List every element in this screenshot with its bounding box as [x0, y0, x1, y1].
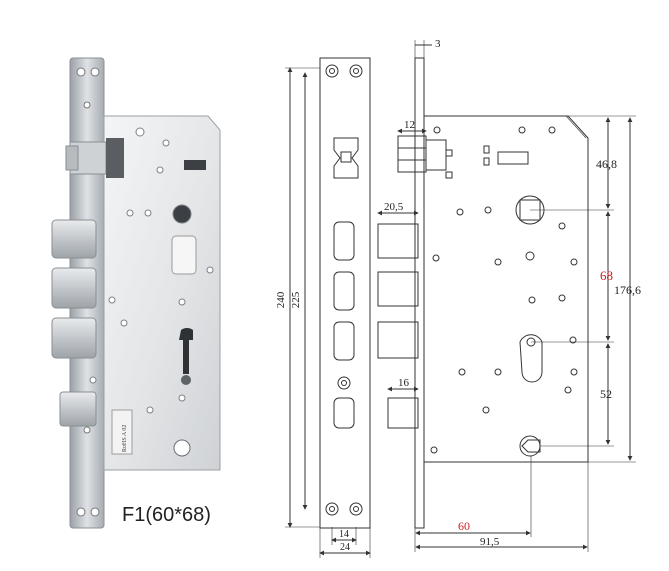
dim-label-176-6: 176,6: [614, 283, 641, 297]
spindle-hole: [172, 204, 192, 224]
side-cylinder-hole: [519, 334, 543, 383]
dim-label-46-8: 46,8: [596, 157, 617, 171]
dim-label-12: 12: [404, 119, 415, 131]
product-caption: F1(60*68): [122, 504, 211, 526]
cylinder-cam: [181, 375, 191, 385]
front-screw-holes: [325, 64, 363, 516]
front-deadbolt-slot: [333, 397, 355, 429]
side-deadbolt: [387, 397, 419, 429]
warning-label: [171, 235, 197, 275]
dim-label-24: 24: [340, 542, 350, 553]
front-faceplate: [319, 57, 371, 529]
dim-label-240: 240: [275, 291, 287, 308]
front-bolt-slot-2: [333, 271, 355, 311]
side-view: [377, 40, 636, 552]
side-bolt-2: [377, 271, 419, 307]
side-case-holes: [430, 126, 578, 454]
bolt-1: [51, 219, 97, 259]
case-holes: [89, 127, 214, 414]
dim-label-52: 52: [600, 387, 612, 401]
lock-case: [103, 115, 221, 471]
dim-label-3: 3: [435, 38, 441, 50]
faceplate-screw-holes: [76, 67, 100, 517]
side-faceplate: [414, 57, 425, 529]
bolt-2: [51, 267, 97, 309]
front-view-labels: 240 225 14 24: [275, 291, 350, 553]
bottom-spindle: [173, 439, 191, 457]
bolt-3: [51, 317, 97, 359]
product-label: [111, 409, 133, 455]
side-view-labels: 3 12 20,5 16 46,8 68 176,6 52 60 91,5: [384, 38, 641, 548]
latch-assembly: [65, 138, 124, 178]
dim-label-16: 16: [398, 377, 410, 389]
case-slot: [184, 160, 206, 170]
dim-label-20-5: 20,5: [384, 201, 404, 213]
dim-label-225: 225: [290, 291, 302, 308]
side-latch: [397, 135, 453, 179]
front-view: [285, 57, 371, 558]
product-label-text: RoHS A 02: [122, 425, 128, 452]
front-bolt-slot-1: [333, 221, 355, 261]
deadbolt: [59, 391, 97, 427]
dim-label-14: 14: [339, 529, 349, 540]
latch-opening: [333, 137, 359, 179]
dim-label-60: 60: [458, 519, 470, 533]
front-bolt-slot-3: [333, 321, 355, 361]
cylinder-hole: [179, 328, 193, 374]
lock-photo: RoHS A 02 F1(60*68): [51, 57, 221, 529]
dim-label-91-5: 91,5: [480, 536, 500, 548]
side-case: [423, 115, 589, 463]
side-bolt-1: [377, 223, 419, 259]
side-case-slot: [497, 151, 529, 165]
side-small-hole: [525, 251, 535, 261]
side-bolt-3: [377, 321, 419, 359]
dim-label-68: 68: [600, 268, 613, 283]
